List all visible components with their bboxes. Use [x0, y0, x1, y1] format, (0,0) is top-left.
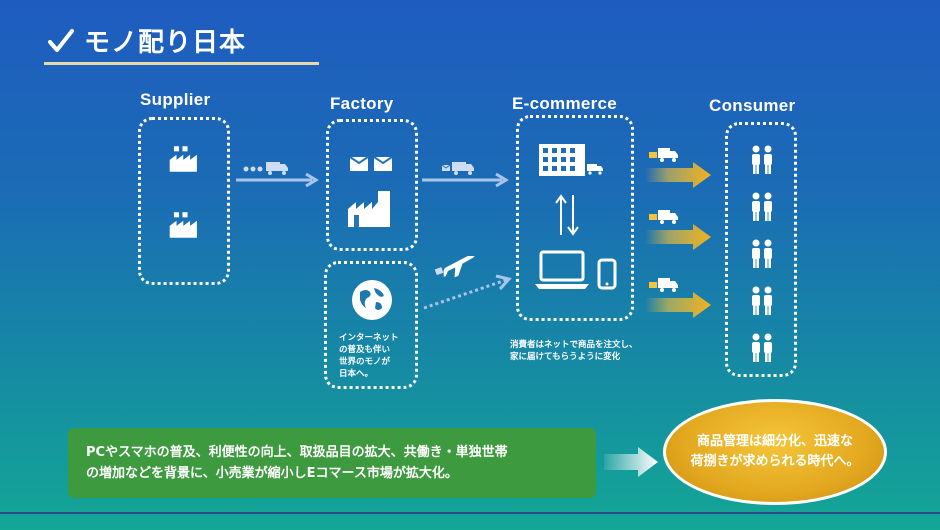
- consumer-heading: Consumer: [709, 96, 796, 115]
- title-underline: [44, 62, 319, 65]
- delivery-arrow: [645, 278, 711, 318]
- bottom-divider: [0, 512, 940, 514]
- factory-icon: [346, 187, 396, 227]
- internet-note: インターネット の普及も伴い 世界のモノが 日本へ。: [339, 332, 414, 380]
- supplier-box: [138, 117, 230, 285]
- internet-note-line: 世界のモノが: [339, 357, 391, 367]
- factory-icon: [168, 210, 202, 240]
- ecommerce-box: [516, 115, 634, 321]
- consumer-box: [725, 122, 797, 377]
- laptop-icon: [535, 250, 589, 289]
- cause-line: PCやスマホの普及、利便性の向上、取扱品目の拡大、共働き・単独世帯: [86, 445, 508, 460]
- consumer-change-line: 消費者はネットで商品を注文し、: [510, 340, 638, 350]
- consumer-change-line: 家に届けてもらうように変化: [510, 352, 621, 362]
- supplier-heading: Supplier: [140, 90, 211, 109]
- truck-icon: [649, 210, 678, 224]
- page-title: モノ配り日本: [48, 22, 246, 59]
- result-line: 商品管理は細分化、迅速な: [696, 434, 853, 449]
- supplier-to-factory-arrow: [236, 162, 319, 188]
- consumer-change-note: 消費者はネットで商品を注文し、 家に届けてもらうように変化: [510, 339, 690, 363]
- result-line: 荷捌きが求められる時代へ。: [690, 454, 860, 469]
- cause-box: PCやスマホの普及、利便性の向上、取扱品目の拡大、共働き・単独世帯 の増加などを…: [68, 428, 596, 498]
- cause-line: の増加などを背景に、小売業が縮小しEコマース市場が拡大化。: [86, 466, 458, 481]
- factory-icon: [168, 144, 202, 174]
- factory-heading: Factory: [330, 94, 394, 113]
- arrows-updown-icon: [555, 194, 579, 236]
- ecommerce-heading: E-commerce: [512, 94, 618, 113]
- building-icon: [539, 144, 603, 176]
- factory-box: [326, 119, 418, 251]
- truck-icon: [649, 148, 678, 162]
- factory-to-ecommerce-arrow: [422, 162, 509, 188]
- internet-note-line: の普及も伴い: [339, 345, 391, 355]
- cause-to-result-arrow: [604, 447, 658, 477]
- airplane-icon: [434, 256, 477, 278]
- delivery-arrow: [645, 148, 711, 188]
- internet-note-line: 日本へ。: [339, 369, 374, 379]
- global-to-ecommerce-arrow: [423, 256, 512, 310]
- page-title-text: モノ配り日本: [84, 28, 247, 58]
- boxes-icon: [349, 155, 393, 171]
- delivery-arrow: [645, 210, 711, 250]
- globe-icon: [352, 280, 392, 320]
- result-oval: 商品管理は細分化、迅速な 荷捌きが求められる時代へ。: [663, 399, 887, 505]
- people-icon: [750, 286, 774, 316]
- people-icon: [750, 145, 774, 175]
- check-icon: [48, 28, 74, 52]
- internet-note-line: インターネット: [339, 333, 399, 343]
- global-box: インターネット の普及も伴い 世界のモノが 日本へ。: [324, 261, 418, 389]
- people-icon: [750, 333, 774, 363]
- truck-icon: [649, 278, 678, 292]
- smartphone-icon: [597, 258, 617, 290]
- people-icon: [750, 192, 774, 222]
- people-icon: [750, 239, 774, 269]
